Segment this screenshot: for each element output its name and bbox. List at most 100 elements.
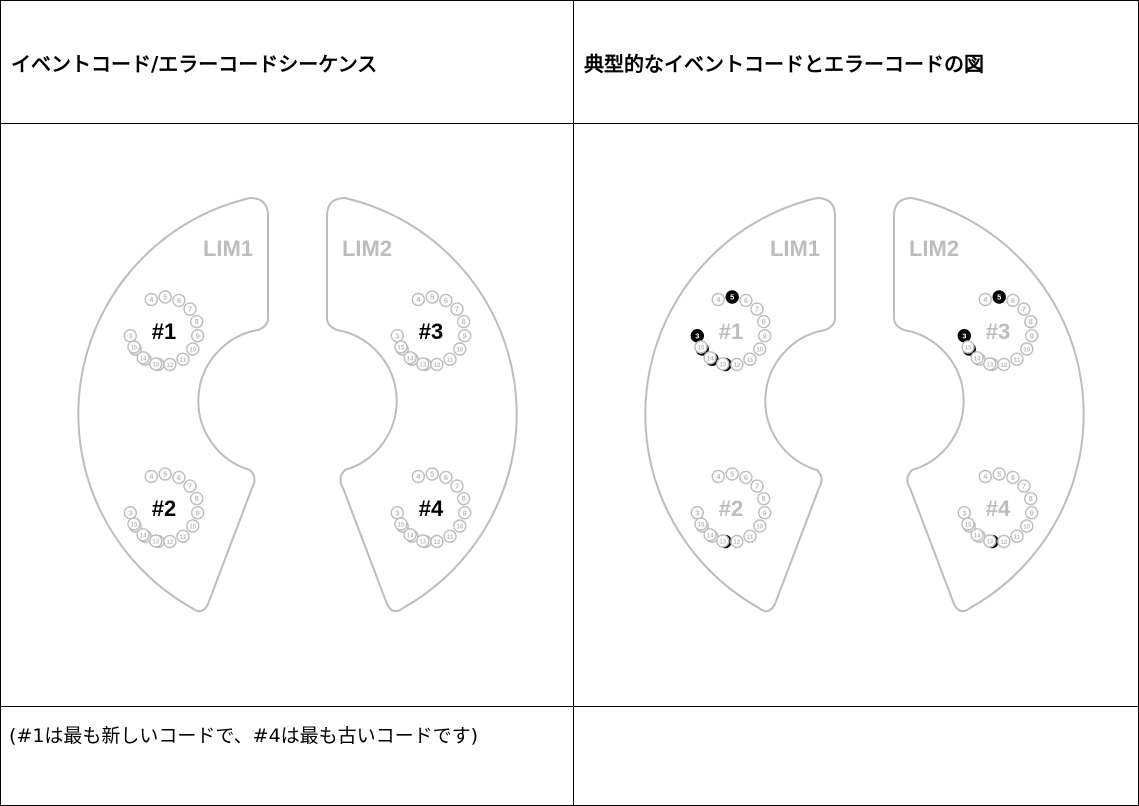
led-number-example-1-14: 14 — [707, 355, 714, 362]
led-number-sequence-4-6: 6 — [444, 473, 448, 482]
led-number-example-1-6: 6 — [744, 296, 748, 305]
led-example-3-11 — [1010, 352, 1024, 366]
led-number-sequence-2-12: 12 — [166, 539, 173, 546]
led-sequence-1-15 — [127, 340, 141, 354]
led-number-example-3-12: 12 — [1000, 362, 1007, 369]
led-sequence-2-12 — [163, 534, 177, 549]
led-number-example-1-15: 15 — [698, 345, 705, 352]
led-sequence-4-11 — [443, 529, 457, 543]
led-number-sequence-1-15: 15 — [131, 345, 138, 352]
led-sequence-3-9 — [458, 329, 472, 343]
led-number-example-4-4: 4 — [983, 472, 988, 481]
led-number-example-1-12: 12 — [733, 362, 740, 369]
led-example-1-7 — [750, 302, 764, 316]
led-number-sequence-2-5: 5 — [163, 470, 167, 479]
led-number-sequence-1-3: 3 — [128, 331, 132, 340]
led-number-example-3-8: 8 — [1029, 317, 1033, 326]
led-example-2-9 — [757, 506, 772, 520]
led-number-sequence-1-5: 5 — [163, 293, 167, 302]
led-number-sequence-4-13: 13 — [419, 539, 426, 546]
led-number-example-3-14: 14 — [974, 355, 981, 362]
led-example-4-13 — [983, 534, 997, 548]
led-sequence-3-4 — [411, 292, 425, 307]
led-sequence-4-4 — [411, 469, 425, 484]
led-example-2-7 — [750, 479, 764, 493]
ring-label-example-1: #1 — [719, 319, 743, 344]
led-example-2-13 — [716, 534, 730, 548]
led-example-2-14 — [703, 528, 717, 542]
led-number-sequence-3-7: 7 — [455, 305, 459, 314]
led-number-example-2-9: 9 — [763, 508, 767, 517]
led-number-example-3-5: 5 — [997, 293, 1001, 302]
led-number-sequence-2-7: 7 — [188, 482, 192, 491]
ring-label-sequence-1: #1 — [152, 319, 176, 344]
led-number-sequence-1-9: 9 — [196, 331, 200, 340]
led-number-sequence-4-4: 4 — [416, 472, 421, 481]
led-number-sequence-4-3: 3 — [395, 508, 399, 517]
led-number-sequence-4-10: 10 — [456, 524, 463, 531]
led-sequence-4-15 — [394, 517, 408, 531]
led-number-sequence-1-12: 12 — [166, 362, 173, 369]
header-sequence-text: イベントコード/エラーコードシーケンス — [11, 51, 378, 76]
led-example-2-15 — [694, 517, 708, 531]
led-example-3-13 — [983, 357, 997, 371]
led-sequence-3-10 — [453, 342, 467, 356]
led-sequence-4-10 — [453, 519, 467, 533]
led-number-sequence-2-13: 13 — [152, 539, 159, 546]
led-number-example-3-13: 13 — [986, 362, 993, 369]
led-sequence-2-11 — [176, 529, 190, 543]
led-number-sequence-2-14: 14 — [140, 532, 147, 539]
led-number-example-2-6: 6 — [744, 473, 748, 482]
led-number-example-3-9: 9 — [1030, 331, 1034, 340]
led-sequence-4-8 — [457, 491, 471, 506]
led-sequence-4-14 — [403, 528, 417, 542]
led-sequence-3-6 — [439, 293, 453, 308]
led-example-2-11 — [743, 529, 757, 543]
led-example-3-4 — [978, 292, 992, 307]
led-number-example-4-15: 15 — [965, 522, 972, 529]
led-number-example-2-7: 7 — [755, 482, 759, 491]
led-number-sequence-2-3: 3 — [128, 508, 132, 517]
led-number-example-2-10: 10 — [756, 524, 763, 531]
led-example-3-15 — [961, 340, 975, 354]
led-number-example-3-15: 15 — [965, 345, 972, 352]
led-example-3-6 — [1006, 293, 1020, 308]
led-number-sequence-2-10: 10 — [189, 524, 196, 531]
led-example-1-12 — [730, 357, 744, 372]
led-example-1-9 — [757, 329, 772, 343]
led-sequence-4-7 — [450, 479, 464, 493]
led-sequence-2-9 — [190, 506, 205, 520]
lim2-outline — [893, 196, 1085, 613]
ring-label-sequence-3: #3 — [419, 319, 443, 344]
led-sequence-2-8 — [189, 491, 204, 506]
led-example-2-4 — [711, 469, 726, 484]
led-number-example-2-8: 8 — [762, 494, 766, 503]
led-number-sequence-2-8: 8 — [195, 494, 199, 503]
lim1-label: LIM1 — [770, 236, 820, 261]
led-number-example-2-5: 5 — [730, 470, 734, 479]
led-example-4-10 — [1020, 519, 1034, 533]
led-sequence-3-5 — [425, 290, 439, 304]
led-example-1-6 — [739, 293, 753, 308]
led-example-1-14 — [703, 351, 717, 365]
led-sequence-2-14 — [136, 528, 150, 542]
led-sequence-4-9 — [458, 506, 472, 520]
led-sequence-1-11 — [176, 352, 190, 366]
led-example-1-4 — [711, 292, 726, 307]
led-example-4-6 — [1006, 470, 1020, 485]
led-number-sequence-4-12: 12 — [433, 539, 440, 546]
led-number-example-4-10: 10 — [1023, 524, 1030, 531]
lim-panel-sequence: LIM1LIM20123456789101112131415#101234567… — [77, 196, 518, 613]
ring-label-example-3: #3 — [986, 319, 1010, 344]
led-sequence-2-10 — [186, 519, 200, 533]
led-sequence-1-10 — [186, 342, 200, 356]
led-number-sequence-3-6: 6 — [444, 296, 448, 305]
led-sequence-1-14 — [136, 351, 150, 365]
led-number-example-2-14: 14 — [707, 532, 714, 539]
led-number-sequence-3-4: 4 — [416, 295, 421, 304]
led-sequence-2-15 — [127, 517, 141, 531]
led-number-example-1-5: 5 — [730, 293, 734, 302]
led-example-3-8 — [1024, 314, 1038, 329]
led-number-example-1-8: 8 — [762, 317, 766, 326]
led-number-sequence-3-3: 3 — [395, 331, 399, 340]
